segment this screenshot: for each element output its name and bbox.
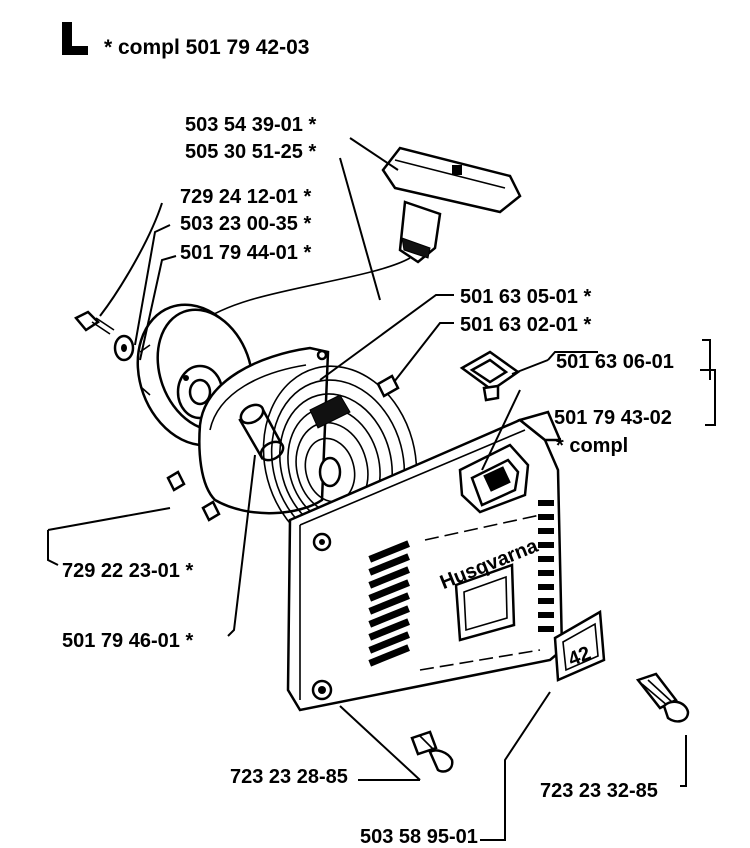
label-503-54-39-01: 503 54 39-01 *: [185, 114, 316, 136]
washer-503-23-00: [113, 334, 135, 362]
label-501-79-46-01: 501 79 46-01 *: [62, 630, 193, 652]
label-723-23-28-85: 723 23 28-85: [230, 766, 348, 788]
rope-guide-501-63-06: [459, 350, 521, 402]
label-compl: * compl: [556, 435, 628, 457]
housing-vent-left: [368, 540, 410, 667]
label-723-23-32-85: 723 23 32-85: [540, 780, 658, 802]
screw-723-23-28: [410, 730, 454, 773]
screw-723-23-32: [635, 672, 690, 723]
screw-501-63-02: [376, 374, 400, 398]
label-501-63-06-01: 501 63 06-01: [556, 351, 674, 373]
label-503-23-00-35: 503 23 00-35 *: [180, 213, 311, 235]
housing-vent-right: [538, 500, 554, 632]
label-501-79-44-01: 501 79 44-01 *: [180, 242, 311, 264]
starter-handle: [381, 146, 522, 264]
screw-729-22-23: [166, 470, 221, 522]
bolt-729-24-12: [74, 310, 115, 335]
starter-housing-501-79-43: [286, 410, 564, 712]
leader-lines: [47, 137, 716, 841]
label-501-63-05-01: 501 63 05-01 *: [460, 286, 591, 308]
label-501-79-43-02: 501 79 43-02: [554, 407, 672, 429]
section-title: * compl 501 79 42-03: [104, 36, 309, 59]
label-505-30-51-25: 505 30 51-25 *: [185, 141, 316, 163]
section-letter-icon: [62, 22, 88, 55]
label-503-58-95-01: 503 58 95-01: [360, 826, 478, 848]
model-decal-503-58-95: [553, 609, 606, 682]
label-501-63-02-01: 501 63 02-01 *: [460, 314, 591, 336]
label-729-22-23-01: 729 22 23-01 *: [62, 560, 193, 582]
label-729-24-12-01: 729 24 12-01 *: [180, 186, 311, 208]
